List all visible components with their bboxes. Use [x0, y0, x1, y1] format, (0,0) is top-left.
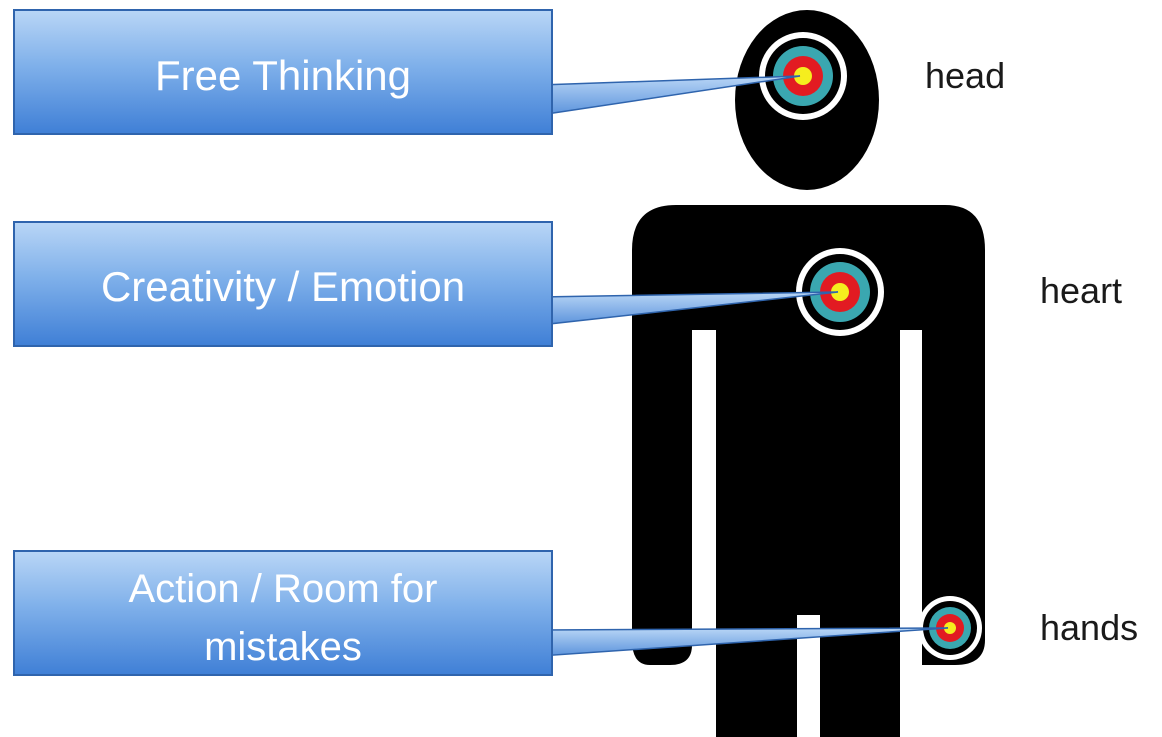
label-heart: heart	[1040, 270, 1122, 311]
heart-target	[796, 248, 884, 336]
callout-creativity-emotion: Creativity / Emotion	[13, 221, 839, 347]
hands-target	[918, 596, 982, 660]
callout-label-line-2: mistakes	[204, 625, 362, 669]
figure-torso	[632, 205, 985, 737]
label-hands: hands	[1040, 607, 1138, 648]
callout-label-line-1: Action / Room for	[128, 567, 437, 611]
head-target	[759, 32, 847, 120]
label-head: head	[925, 55, 1005, 96]
callout-label: Free Thinking	[155, 52, 411, 99]
callout-free-thinking: Free Thinking	[13, 9, 801, 135]
callout-label: Creativity / Emotion	[101, 263, 465, 310]
callout-action-room: Action / Room for mistakes	[13, 550, 949, 676]
